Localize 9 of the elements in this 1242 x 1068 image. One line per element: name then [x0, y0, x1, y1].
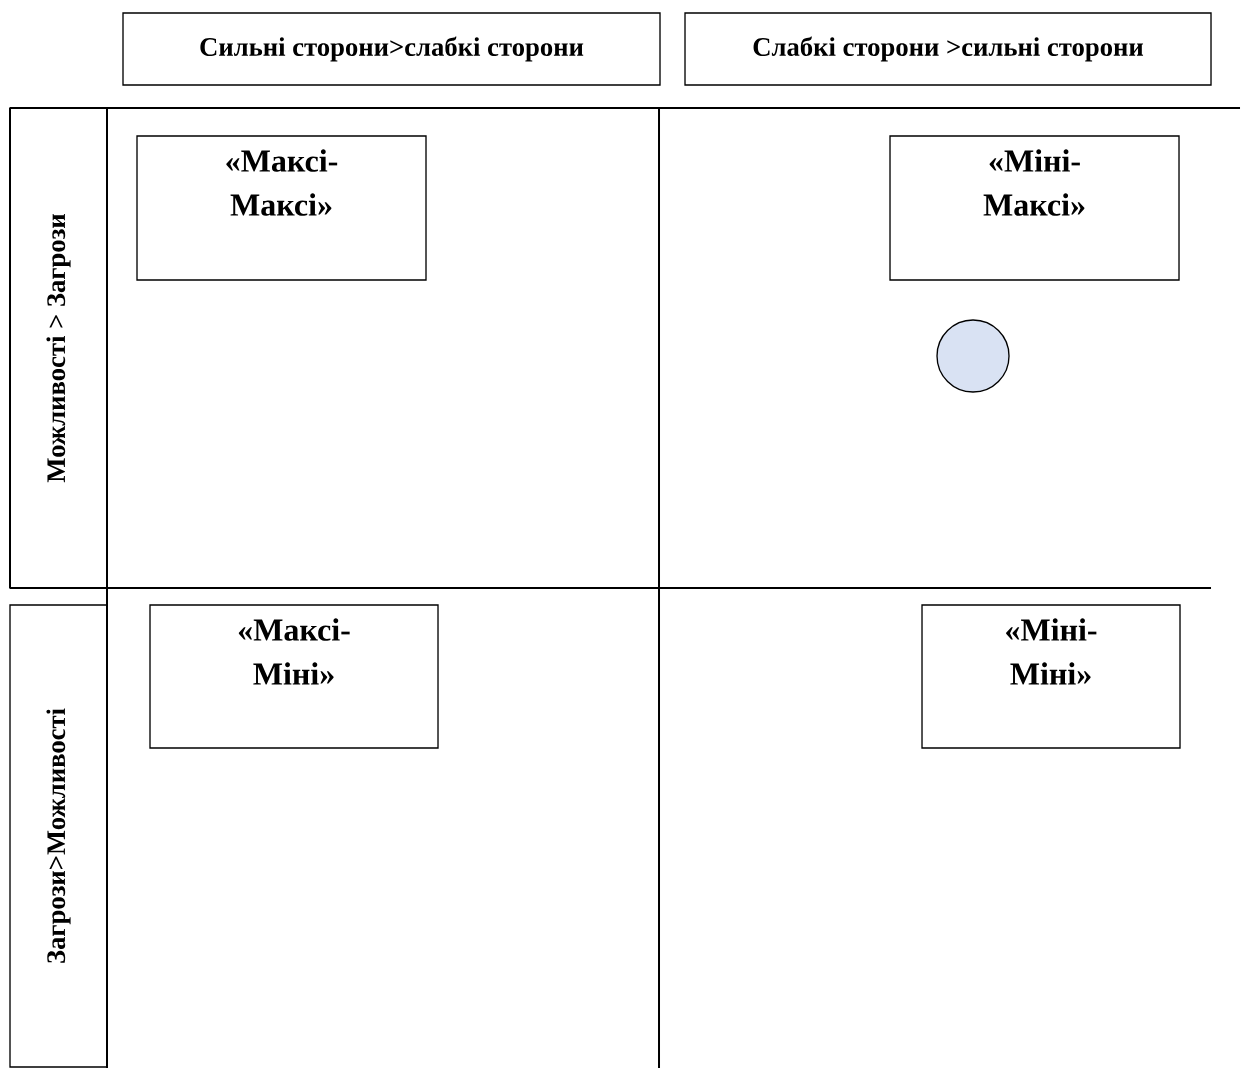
strategy-box: «Міні-Максі»	[889, 135, 1180, 281]
row-label-box: Загрози>Можливості	[9, 604, 108, 1068]
header-box: Сильні сторони>слабкі сторони	[122, 12, 661, 86]
row-label-box: Можливості > Загрози	[9, 107, 108, 589]
header-box: Слабкі сторони >сильні сторони	[684, 12, 1212, 86]
strategy-box: «Максі-Міні»	[149, 604, 439, 749]
strategy-box: «Максі-Максі»	[136, 135, 427, 281]
strategy-box: «Міні-Міні»	[921, 604, 1181, 749]
circle-shape	[936, 319, 1010, 393]
